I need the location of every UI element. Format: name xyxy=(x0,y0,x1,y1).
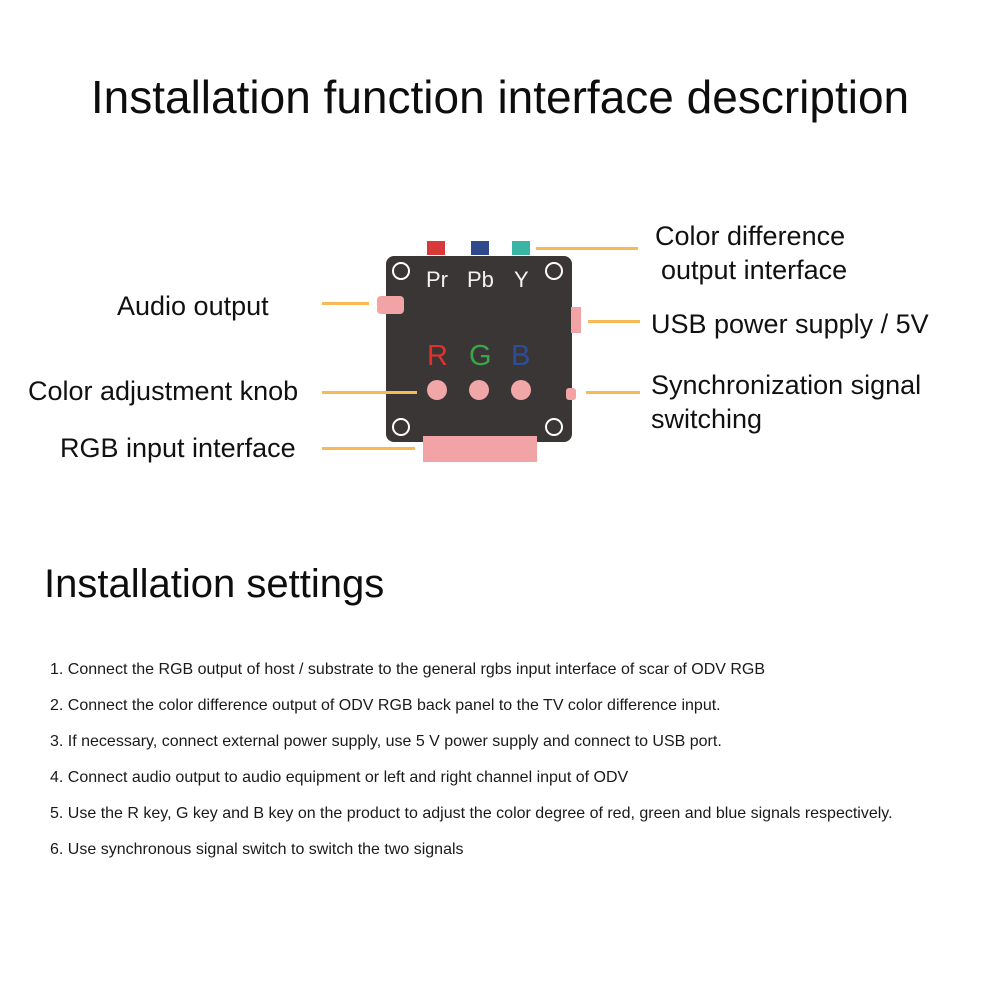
step-item: 4. Connect audio output to audio equipme… xyxy=(50,769,629,786)
g-knob xyxy=(469,380,489,400)
settings-heading: Installation settings xyxy=(44,562,385,606)
sync-switch xyxy=(566,388,576,400)
r-knob xyxy=(427,380,447,400)
label-sync: Synchronization signal switching xyxy=(651,368,921,436)
leader-usb-power xyxy=(588,320,640,323)
page-title: Installation function interface descript… xyxy=(90,71,910,123)
leader-sync xyxy=(586,391,640,394)
label-color-difference-line1: Color difference xyxy=(655,221,846,251)
y-connector xyxy=(512,241,530,255)
b-knob xyxy=(511,380,531,400)
leader-color-knob xyxy=(322,391,417,394)
pr-connector xyxy=(427,241,445,255)
step-item: 3. If necessary, connect external power … xyxy=(50,733,722,750)
step-item: 6. Use synchronous signal switch to swit… xyxy=(50,841,464,858)
pb-label: Pb xyxy=(467,267,494,292)
label-sync-line2: switching xyxy=(651,404,763,434)
mount-hole-top-left xyxy=(392,262,410,280)
label-color-difference: Color difference output interface xyxy=(655,219,847,287)
g-label: G xyxy=(469,340,492,372)
rgb-input-connector xyxy=(423,436,537,462)
step-item: 1. Connect the RGB output of host / subs… xyxy=(50,661,766,678)
audio-jack xyxy=(377,296,404,314)
r-label: R xyxy=(427,340,448,372)
leader-audio-output xyxy=(322,302,369,305)
label-sync-line1: Synchronization signal xyxy=(651,370,922,400)
leader-rgb-input xyxy=(322,447,415,450)
label-color-knob: Color adjustment knob xyxy=(28,376,299,406)
y-label: Y xyxy=(514,267,529,292)
step-item: 2. Connect the color difference output o… xyxy=(50,697,721,714)
mount-hole-bottom-right xyxy=(545,418,563,436)
label-audio-output: Audio output xyxy=(117,291,269,321)
settings-steps: 1. Connect the RGB output of host / subs… xyxy=(50,652,893,868)
mount-hole-top-right xyxy=(545,262,563,280)
label-rgb-input: RGB input interface xyxy=(60,433,296,463)
step-item: 5. Use the R key, G key and B key on the… xyxy=(50,805,893,822)
label-usb-power: USB power supply / 5V xyxy=(651,309,929,339)
label-color-difference-line2: output interface xyxy=(661,255,848,285)
leader-color-difference xyxy=(536,247,638,250)
pr-label: Pr xyxy=(426,267,448,292)
b-label: B xyxy=(511,340,531,372)
mount-hole-bottom-left xyxy=(392,418,410,436)
pb-connector xyxy=(471,241,489,255)
usb-port xyxy=(571,307,581,333)
circuit-board xyxy=(386,256,572,442)
